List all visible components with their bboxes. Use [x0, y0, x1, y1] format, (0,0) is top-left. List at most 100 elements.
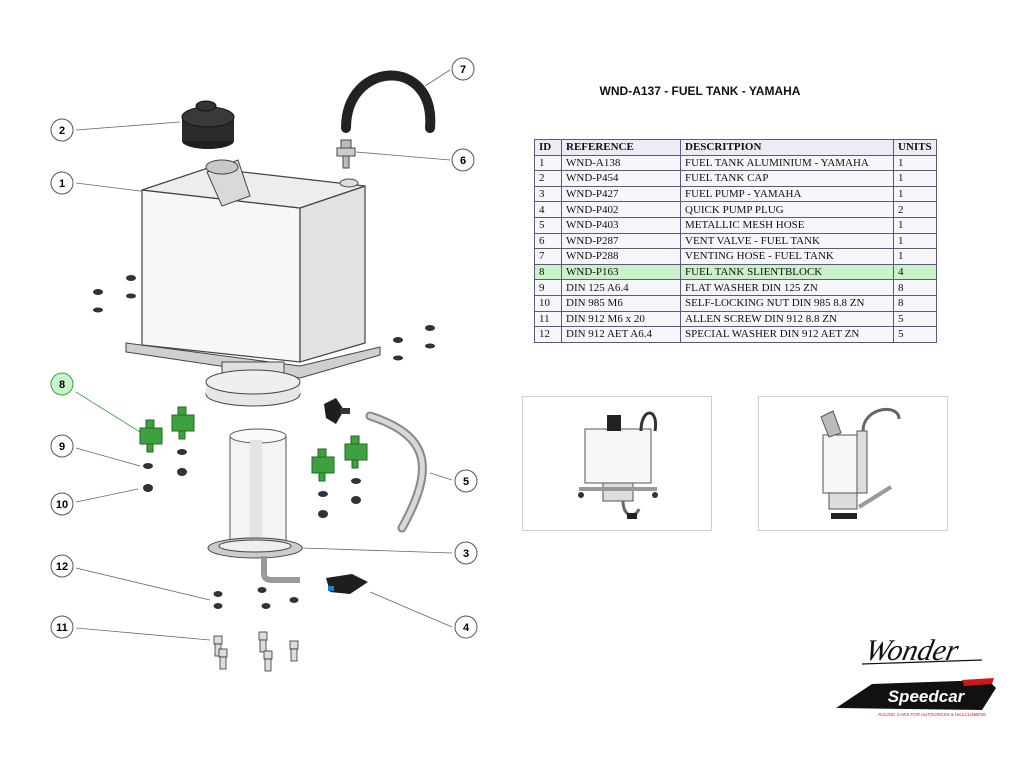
callout-9: 9 [50, 434, 74, 458]
fuel-tank [125, 159, 381, 407]
cell-units: 1 [893, 154, 937, 172]
callout-8: 8 [50, 372, 74, 396]
svg-text:4: 4 [463, 622, 470, 634]
cell-units: 1 [893, 216, 937, 234]
svg-text:6: 6 [460, 155, 466, 167]
svg-text:10: 10 [56, 499, 68, 511]
silentblocks [139, 406, 368, 482]
column-header-description: DESCRITPION [680, 139, 894, 156]
svg-text:5: 5 [463, 476, 469, 488]
cell-description: VENTING HOSE - FUEL TANK [680, 248, 894, 265]
cell-id: 1 [534, 154, 562, 172]
svg-text:12: 12 [56, 561, 68, 573]
callout-1: 1 [50, 171, 74, 195]
cell-id: 9 [534, 279, 562, 296]
cell-description: FUEL TANK SLIENTBLOCK [680, 263, 894, 281]
special-washers [213, 587, 299, 609]
callout-3: 3 [454, 541, 478, 565]
cell-units: 4 [893, 263, 937, 281]
svg-text:3: 3 [463, 548, 469, 560]
cell-description: QUICK PUMP PLUG [680, 201, 894, 218]
vent-valve [336, 139, 356, 169]
cell-description: VENT VALVE - FUEL TANK [680, 232, 894, 250]
cell-units: 5 [893, 310, 937, 328]
exploded-parts-diagram: 1 2 7 6 8 9 10 5 3 12 11 4 [50, 57, 478, 672]
brand-logos: Wonder Speedcar RACING CARS FOR AUTOCROS… [836, 633, 996, 717]
cell-units: 2 [893, 201, 937, 218]
callout-2: 2 [50, 118, 74, 142]
cell-description: FUEL TANK ALUMINIUM - YAMAHA [680, 154, 894, 172]
column-header-units: UNITS [893, 139, 937, 156]
cell-reference: WND-P287 [561, 232, 681, 250]
cell-reference: DIN 985 M6 [561, 294, 681, 312]
svg-text:9: 9 [59, 441, 65, 453]
cell-description: FUEL TANK CAP [680, 170, 894, 187]
callout-7: 7 [451, 57, 475, 81]
assembly-view-side [758, 396, 948, 531]
cell-id: 12 [534, 326, 562, 343]
metallic-mesh-hose [365, 411, 427, 533]
cell-id: 3 [534, 185, 562, 203]
cell-description: FUEL PUMP - YAMAHA [680, 185, 894, 203]
cell-description: SPECIAL WASHER DIN 912 AET ZN [680, 326, 894, 343]
cell-units: 1 [893, 232, 937, 250]
cell-description: FLAT WASHER DIN 125 ZN [680, 279, 894, 296]
svg-text:7: 7 [460, 64, 466, 76]
cell-id: 11 [534, 310, 562, 328]
hardware-nuts [93, 275, 435, 361]
quick-pump-plug-lower [326, 574, 368, 594]
allen-screws [213, 631, 299, 672]
cell-id: 7 [534, 248, 562, 265]
page-title: WND-A137 - FUEL TANK - YAMAHA [599, 84, 801, 98]
svg-text:Speedcar: Speedcar [888, 687, 966, 706]
callouts: 1 2 7 6 8 9 10 5 3 12 11 4 [50, 57, 478, 639]
cell-units: 1 [893, 185, 937, 203]
cell-id: 8 [534, 263, 562, 281]
svg-text:1: 1 [59, 178, 65, 190]
silentblock-hardware [143, 449, 361, 518]
column-header-id: ID [534, 139, 562, 156]
cell-id: 5 [534, 216, 562, 234]
cell-id: 6 [534, 232, 562, 250]
cell-units: 5 [893, 326, 937, 343]
cell-description: SELF-LOCKING NUT DIN 985 8.8 ZN [680, 294, 894, 312]
cell-description: METALLIC MESH HOSE [680, 216, 894, 234]
cell-description: ALLEN SCREW DIN 912 8.8 ZN [680, 310, 894, 328]
cell-units: 1 [893, 248, 937, 265]
cell-units: 1 [893, 170, 937, 187]
svg-text:RACING CARS FOR AUTOCROSS & HI: RACING CARS FOR AUTOCROSS & HILLCLIMBING [878, 712, 987, 717]
svg-text:8: 8 [59, 379, 65, 391]
cell-reference: WND-P427 [561, 185, 681, 203]
quick-pump-plug-upper [324, 398, 350, 424]
cell-units: 8 [893, 294, 937, 312]
fuel-tank-cap [181, 100, 235, 149]
cell-reference: WND-A138 [561, 154, 681, 172]
cell-reference: DIN 912 M6 x 20 [561, 310, 681, 328]
leader-lines [75, 69, 453, 641]
table-header-row: ID REFERENCE DESCRITPION UNITS [534, 139, 937, 156]
fuel-pump [207, 428, 303, 583]
cell-reference: DIN 912 AET A6.4 [561, 326, 681, 343]
column-header-reference: REFERENCE [561, 139, 681, 156]
cell-reference: WND-P163 [561, 263, 681, 281]
callout-12: 12 [50, 554, 74, 578]
svg-text:2: 2 [59, 125, 65, 137]
svg-text:11: 11 [56, 622, 68, 634]
speedcar-logo: Speedcar RACING CARS FOR AUTOCROSS & HIL… [836, 678, 996, 717]
venting-hose [341, 70, 436, 133]
cell-units: 8 [893, 279, 937, 296]
callout-5: 5 [454, 469, 478, 493]
